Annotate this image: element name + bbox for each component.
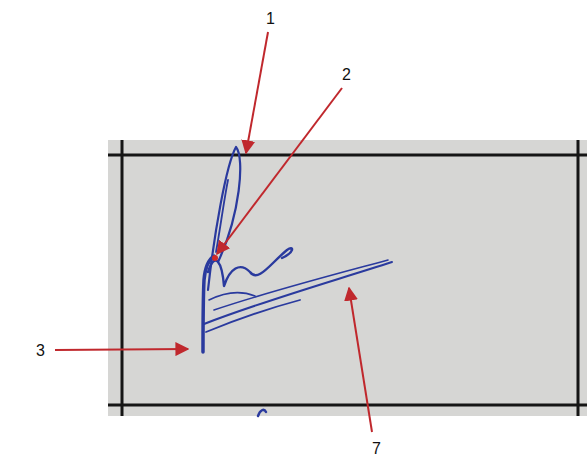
leader-lines — [55, 32, 372, 432]
callout: 2 — [342, 66, 351, 84]
leader-line — [246, 32, 268, 153]
callout-number: 3 — [36, 342, 45, 359]
callout: 3 — [36, 342, 45, 360]
form-line — [108, 404, 587, 407]
form-line — [108, 154, 587, 157]
callout-number: 7 — [372, 440, 381, 457]
paper-scan — [108, 140, 587, 416]
callout-number: 1 — [266, 10, 275, 27]
callout: 7 — [372, 440, 381, 458]
leader-line — [349, 288, 372, 432]
leader-line — [55, 349, 188, 350]
form-line — [121, 140, 124, 416]
marker-dot — [212, 255, 218, 261]
form-line — [577, 140, 580, 416]
leader-line — [217, 88, 342, 254]
callout-number: 2 — [342, 66, 351, 83]
callout: 1 — [266, 10, 275, 28]
